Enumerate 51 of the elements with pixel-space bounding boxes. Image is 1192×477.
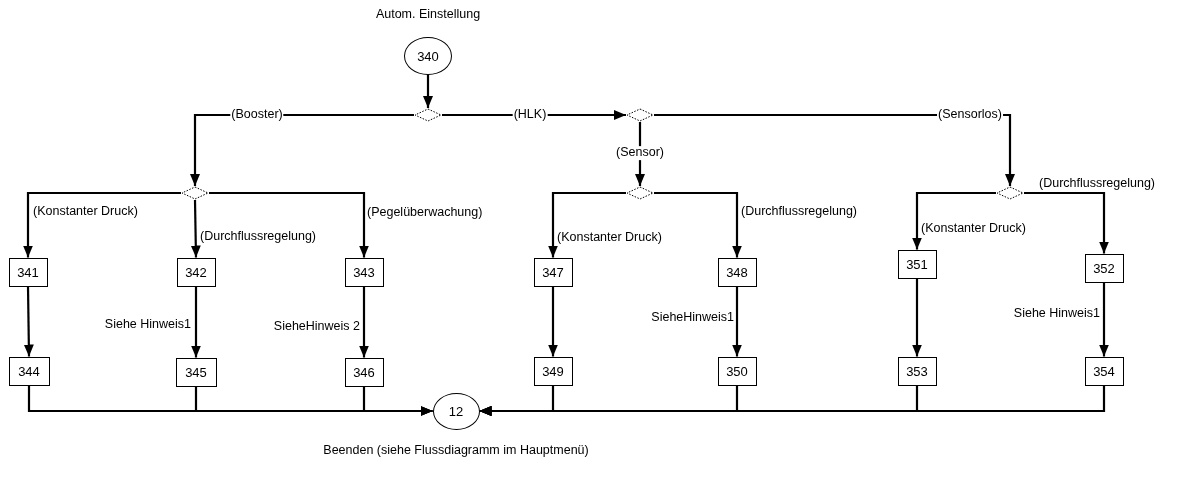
arrow [1099, 282, 1109, 357]
edge-label: (Durchflussregelung) [740, 205, 859, 219]
arrow [423, 75, 433, 108]
arrow [23, 191, 181, 258]
arrow [362, 386, 433, 416]
edge-label: (Konstanter Druck) [920, 222, 1027, 236]
arrow [654, 191, 742, 258]
arrow [912, 191, 996, 250]
decision-diamond [414, 108, 442, 122]
edge-label: (Konstanter Druck) [556, 231, 663, 245]
process-box: 352 [1084, 253, 1124, 283]
arrow [912, 278, 922, 357]
arrow [191, 286, 201, 358]
arrow [732, 286, 742, 357]
process-box: 350 [717, 356, 757, 386]
process-box: 349 [533, 356, 573, 386]
decision-diamond [181, 186, 209, 200]
process-box: 353 [897, 356, 937, 386]
decision-diamond [996, 186, 1024, 200]
arrow [1024, 191, 1109, 254]
arrow [548, 286, 558, 357]
process-box: 341 [8, 257, 48, 287]
arrow [479, 385, 1106, 416]
process-box: 343 [344, 257, 384, 287]
arrow [23, 286, 34, 357]
decision-diamond [626, 108, 654, 122]
edge-label: (Sensorlos) [937, 108, 1003, 122]
process-box: 354 [1084, 356, 1124, 386]
process-box: 346 [344, 357, 384, 387]
process-box: 345 [175, 357, 217, 387]
process-box: 347 [533, 257, 573, 287]
arrow [359, 286, 369, 358]
node-caption: Autom. Einstellung [374, 6, 482, 23]
terminal-circle: 12 [432, 392, 480, 430]
node-caption: Beenden (siehe Flussdiagramm im Hauptmenü) [322, 442, 590, 459]
edge-label: (Booster) [230, 108, 284, 122]
arrow [190, 200, 201, 258]
process-box: 342 [176, 257, 216, 287]
process-box: 351 [897, 249, 937, 279]
terminal-circle: 340 [404, 37, 452, 75]
edge-label: (HLK) [512, 108, 548, 122]
decision-diamond [626, 186, 654, 200]
edge-label: (Sensor) [615, 146, 665, 160]
process-box: 348 [717, 257, 757, 287]
process-box: 344 [8, 356, 50, 386]
edge-label: (Pegelüberwachung) [366, 206, 484, 220]
arrow [209, 191, 369, 258]
edge-label: (Konstanter Druck) [32, 205, 139, 219]
edge-label: (Durchflussregelung) [1038, 177, 1157, 191]
edge-label: (Durchflussregelung) [199, 230, 318, 244]
arrow [548, 191, 626, 258]
